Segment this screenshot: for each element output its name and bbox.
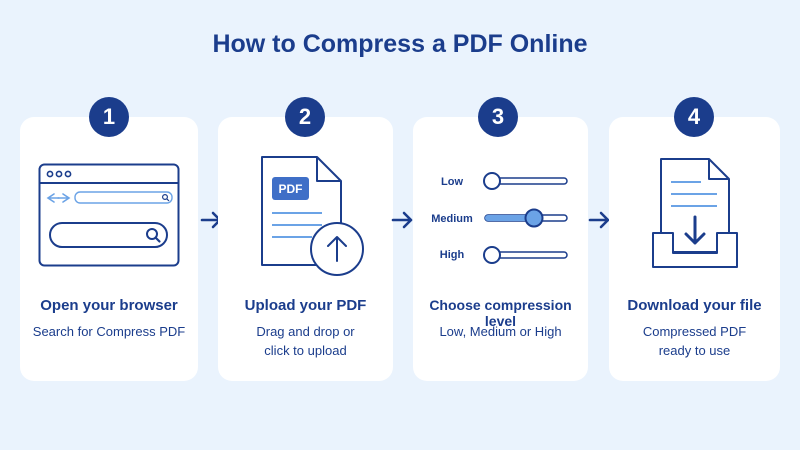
browser-window-icon [38, 163, 180, 267]
step-4-card: Download your file Compressed PDF ready … [609, 117, 780, 381]
compression-sliders-icon[interactable] [479, 169, 575, 265]
download-file-icon [652, 158, 738, 268]
step-4-badge: 4 [674, 97, 714, 137]
step-3-description: Low, Medium or High [439, 324, 562, 339]
step-2-title: Upload your PDF [244, 297, 367, 314]
step-1-badge: 1 [89, 97, 129, 137]
step-2-description: Drag and drop or click to upload [256, 324, 355, 358]
step-4-description: Compressed PDF ready to use [642, 324, 747, 358]
level-low-label: Low [441, 176, 463, 188]
step-1-description: Search for Compress PDF [32, 324, 186, 339]
level-high-label: High [439, 249, 465, 261]
pdf-label: PDF [278, 182, 303, 196]
step-2-card: PDF Upload your PDF Drag and drop or cli… [218, 117, 393, 381]
step-3-badge: 3 [478, 97, 518, 137]
level-medium-label: Medium [431, 213, 473, 225]
step-3-title: Choose compression level [429, 297, 572, 329]
step-3-card: Low Medium High Choose compression level… [413, 117, 588, 381]
page-title: How to Compress a PDF Online [212, 30, 588, 58]
pdf-upload-icon [261, 156, 364, 276]
step-2-badge: 2 [285, 97, 325, 137]
step-1-card: Open your browser Search for Compress PD… [20, 117, 198, 381]
arrow-right-icon [588, 211, 610, 229]
arrow-right-icon [391, 211, 413, 229]
step-4-title: Download your file [627, 297, 762, 314]
step-1-title: Open your browser [40, 297, 178, 314]
